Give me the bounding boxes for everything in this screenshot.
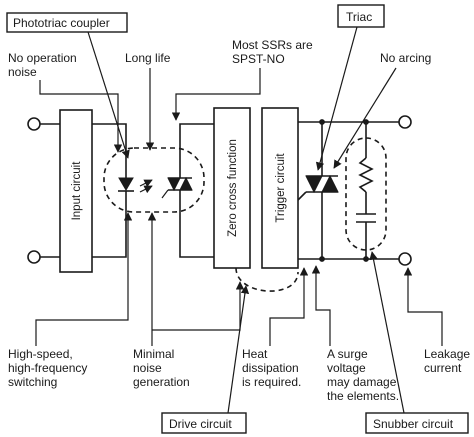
triac-symbol — [297, 122, 339, 259]
phototriac-coupler-outline — [103, 147, 205, 213]
no-arcing-label: No arcing — [380, 51, 431, 65]
light-emission-icon — [139, 179, 153, 194]
trigger-circuit-block — [261, 107, 299, 269]
long-life-label: Long life — [125, 51, 171, 65]
input-terminal-top — [27, 117, 41, 131]
zero-cross-block — [213, 107, 251, 269]
heat-label: Heat dissipation is required. — [242, 347, 302, 389]
drive-circuit-outline — [235, 267, 299, 292]
snubber-circuit-callout — [365, 412, 469, 434]
phototriac-coupler-callout — [6, 12, 128, 33]
input-circuit-label: Input circuit — [71, 161, 83, 221]
drive-circuit-text: Drive circuit — [169, 417, 232, 431]
most-ssrs-label: Most SSRs are SPST-NO — [232, 38, 316, 66]
input-terminal-bottom — [27, 250, 41, 264]
minimal-noise-label: Minimal noise generation — [133, 347, 190, 389]
no-operation-noise-label: No operation noise — [8, 51, 80, 79]
zero-cross-label: Zero cross function — [227, 139, 239, 237]
leakage-label: Leakage current — [424, 347, 473, 375]
output-terminal-bottom — [398, 252, 412, 266]
surge-label: A surge voltage may damage the elements. — [327, 347, 400, 403]
triac-text: Triac — [346, 10, 372, 24]
output-terminals — [398, 115, 412, 266]
phototriac-symbol — [161, 168, 193, 212]
trigger-circuit-label: Trigger circuit — [275, 153, 287, 223]
output-terminal-top — [398, 115, 412, 129]
led-symbol — [118, 177, 134, 197]
phototriac-coupler-text: Phototriac coupler — [13, 16, 110, 30]
drive-circuit-callout — [161, 412, 247, 434]
input-terminals — [27, 117, 60, 264]
snubber-resistor — [358, 122, 374, 214]
triac-callout — [337, 4, 385, 28]
snubber-capacitor — [356, 213, 376, 259]
input-circuit-block — [59, 109, 93, 273]
high-speed-label: High-speed, high-frequency switching — [8, 347, 91, 389]
snubber-circuit-text: Snubber circuit — [373, 417, 454, 431]
